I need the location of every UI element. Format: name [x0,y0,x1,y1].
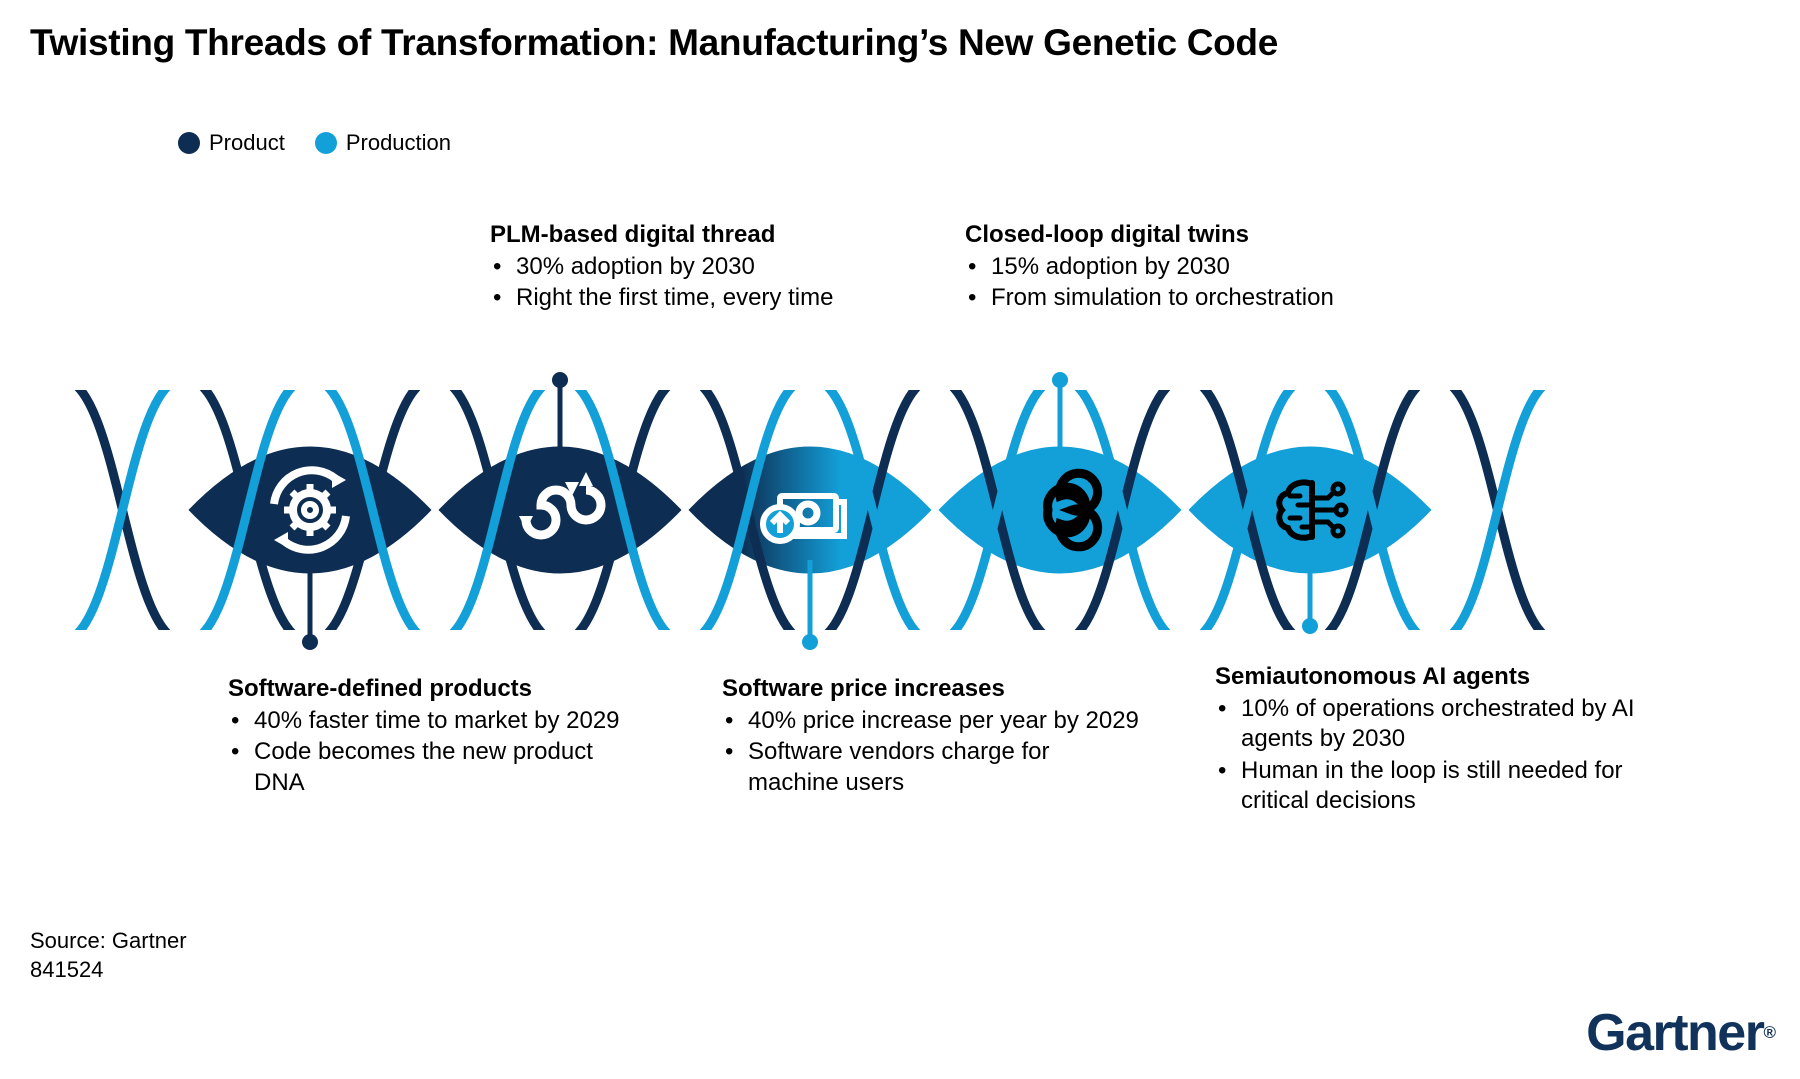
lens-software-price-increases [685,444,935,576]
callout-plm-based-digital-thread: PLM-based digital thread 30% adoption by… [490,220,890,315]
legend-label-production: Production [345,130,452,155]
callout-title-price: Software price increases [722,675,1005,702]
legend-dot-production [314,132,337,154]
registered-mark: ® [1763,1023,1776,1042]
bullet-item: Right the first time, every time [490,283,890,313]
bullet-item: 15% adoption by 2030 [965,252,1365,282]
legend-item-production: Production [314,130,452,156]
callout-title-plm: PLM-based digital thread [490,221,776,248]
stem-dot-plm [552,372,568,388]
callout-bullets-sdp: 40% faster time to market by 2029 Code b… [228,706,648,798]
legend: Product Production [178,130,451,156]
stem-dot-twins [1052,372,1068,388]
brain-circuit-icon [1276,479,1349,541]
callout-bullets-price: 40% price increase per year by 2029 Soft… [722,706,1142,798]
helix-tail-left-production [74,390,171,630]
callout-title-twins: Closed-loop digital twins [965,221,1249,248]
bullet-item: Code becomes the new product DNA [228,737,648,797]
helix-tail-right-production [1449,390,1546,630]
money-up-icon [760,493,847,544]
callout-bullets-ai: 10% of operations orchestrated by AI age… [1215,694,1685,816]
legend-item-product: Product [178,130,285,156]
legend-label-product: Product [209,130,285,155]
helix-strand-production [199,390,1421,630]
bullet-item: 40% faster time to market by 2029 [228,706,648,736]
bullet-item: Human in the loop is still needed for cr… [1215,756,1685,816]
callout-semiautonomous-ai-agents: Semiautonomous AI agents 10% of operatio… [1215,662,1685,817]
lens-plm-based-digital-thread [435,444,685,576]
stem-dot-price [802,634,818,650]
helix-tail-right-product [1449,390,1546,630]
bullet-item: 10% of operations orchestrated by AI age… [1215,694,1685,754]
infinity-icon [1043,468,1103,552]
stem-dot-sdp [302,634,318,650]
callout-title-sdp: Software-defined products [228,675,533,702]
callout-software-price-increases: Software price increases 40% price incre… [722,674,1142,799]
gear-refresh-icon [270,466,350,554]
callout-bullets-twins: 15% adoption by 2030 From simulation to … [965,252,1365,314]
dna-helix-diagram [0,372,1800,650]
legend-dot-product [178,132,200,154]
callout-bullets-plm: 30% adoption by 2030 Right the first tim… [490,252,890,314]
bullet-item: 30% adoption by 2030 [490,252,890,282]
helix-strand-product [199,390,1421,630]
callout-title-ai: Semiautonomous AI agents [1215,663,1531,690]
bullet-item: Software vendors charge for machine user… [722,737,1142,797]
gartner-logo: Gartner® [1586,1003,1776,1063]
bullet-item: 40% price increase per year by 2029 [722,706,1142,736]
page-title: Twisting Threads of Transformation: Manu… [30,22,1279,63]
gartner-logo-text: Gartner [1586,1004,1765,1062]
arrows-swap-icon [519,472,606,540]
helix-svg [74,390,1546,630]
callout-software-defined-products: Software-defined products 40% faster tim… [228,674,648,799]
source-note: Source: Gartner 841524 [30,928,187,983]
callout-closed-loop-digital-twins: Closed-loop digital twins 15% adoption b… [965,220,1365,315]
bullet-item: From simulation to orchestration [965,283,1365,313]
